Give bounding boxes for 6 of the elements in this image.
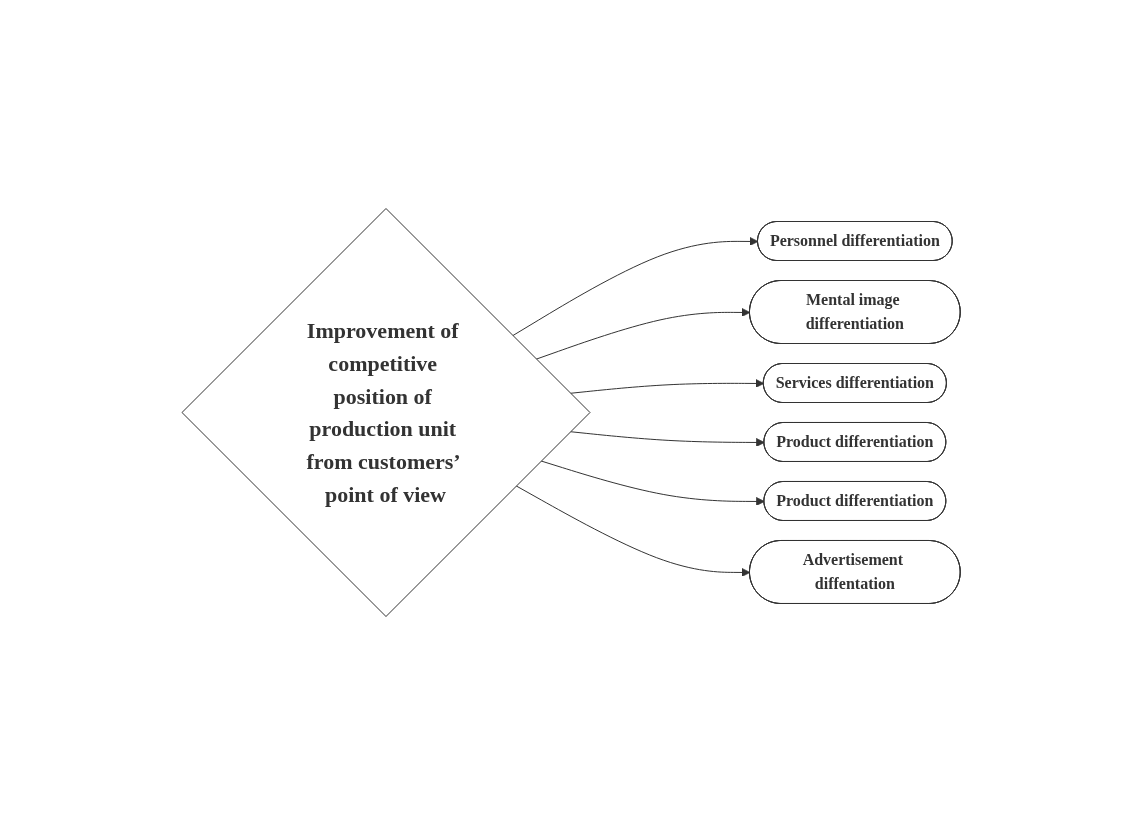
arrow	[512, 237, 759, 337]
node-diamond: Improvement of competitive position of production unit from customers’ point of view	[181, 208, 591, 617]
arrow	[540, 460, 765, 506]
arrow	[569, 379, 765, 394]
arrow	[535, 308, 751, 360]
arrow	[515, 485, 751, 577]
